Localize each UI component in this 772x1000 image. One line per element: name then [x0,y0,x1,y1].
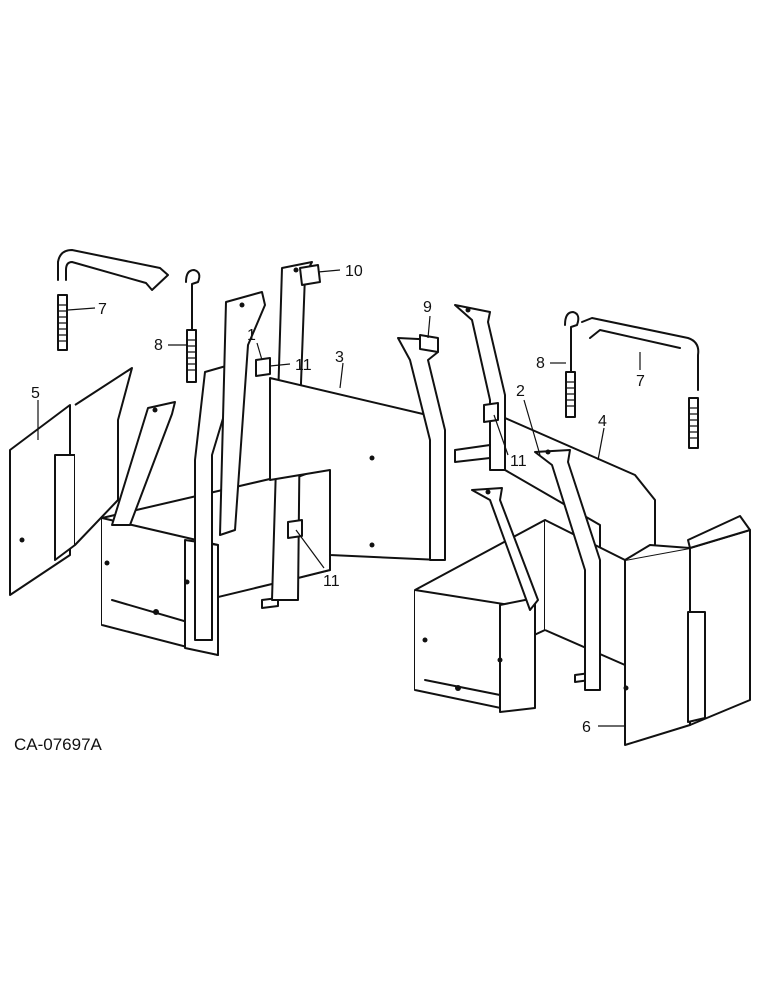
callout-7-left: 7 [98,301,107,318]
callout-2: 2 [516,383,525,400]
right-clamp-bar [581,317,700,391]
clip-10 [299,264,321,286]
clip-9 [419,334,439,353]
left-battery-tray [101,464,331,656]
callout-3: 3 [335,349,344,366]
right-j-bolt [564,311,580,418]
left-threaded-rod [57,294,68,351]
clip-11-a [255,357,271,377]
callout-11-b: 11 [323,573,340,590]
callout-8-right: 8 [536,355,545,372]
right-threaded-rod [688,397,699,449]
callout-8-left: 8 [154,337,163,354]
left-end-cover [9,367,133,596]
callout-1: 1 [247,327,256,344]
left-clamp-bar [57,249,169,291]
right-support-straps [471,449,601,691]
callout-9: 9 [423,299,432,316]
callout-4: 4 [598,413,607,430]
callout-6: 6 [582,719,591,736]
callout-5: 5 [31,385,40,402]
leader-lines [37,269,641,727]
callout-10: 10 [345,263,363,280]
callout-11-c: 11 [510,453,527,470]
drawing-code: CA-07697A [14,735,103,754]
right-end-cover [623,515,751,746]
callout-7-right: 7 [636,373,645,390]
left-j-bolt [185,269,201,383]
callout-11-a: 11 [295,357,312,374]
